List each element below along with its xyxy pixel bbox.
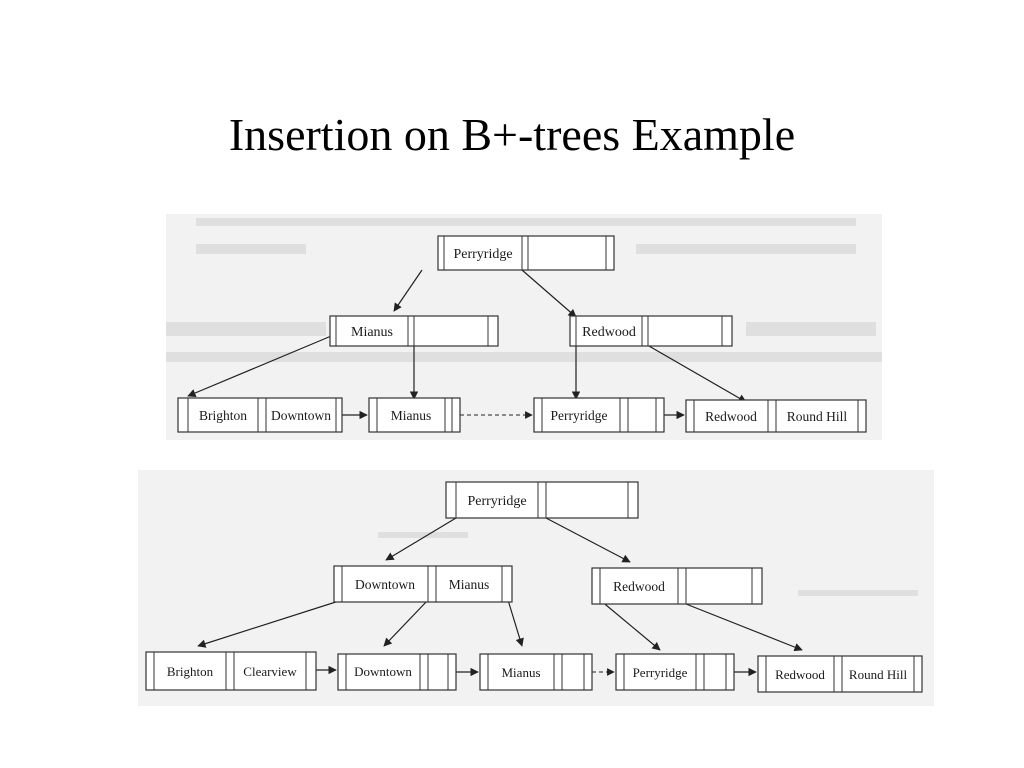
node-key: Brighton (167, 664, 214, 679)
leaf-node: Mianus (368, 397, 461, 433)
leaf-node: Perryridge (533, 397, 665, 433)
leaf-node: Downtown (337, 653, 457, 691)
leaf-node: Brighton Clearview (145, 651, 317, 691)
scan-smudge (166, 352, 882, 362)
node-key: Mianus (391, 408, 432, 423)
scan-smudge (746, 322, 876, 336)
node-key: Mianus (449, 577, 490, 592)
internal-node: Redwood (569, 315, 733, 347)
tree-edge (385, 517, 457, 561)
tree-after-diagram: Perryridge Downtown Mianus Redwood (145, 481, 923, 693)
node-key: Perryridge (467, 494, 526, 509)
node-key: Round Hill (787, 409, 848, 424)
tree-edge (383, 599, 429, 647)
node-key: Brighton (199, 408, 247, 423)
tree-edge (545, 517, 631, 563)
internal-node: Downtown Mianus (333, 565, 513, 603)
node-key: Redwood (613, 579, 665, 594)
tree-edge (685, 603, 803, 652)
tree-before-diagram: Perryridge Mianus Redwood (166, 218, 882, 433)
leaf-node: Mianus (479, 653, 593, 691)
scan-smudge (636, 244, 856, 254)
tree-after-figure: Perryridge Downtown Mianus Redwood (138, 470, 934, 706)
leaf-node: Brighton Downtown (177, 397, 343, 433)
scan-smudge (798, 590, 918, 596)
scan-smudge (196, 218, 856, 226)
node-key: Mianus (502, 665, 541, 680)
internal-node: Mianus (329, 315, 499, 347)
tree-before-figure: Perryridge Mianus Redwood (166, 214, 882, 440)
leaf-node: Redwood Round Hill (685, 399, 867, 433)
node-key: Downtown (355, 577, 415, 592)
node-key: Round Hill (849, 667, 908, 682)
tree-edge (187, 333, 337, 397)
leaf-node: Perryridge (615, 653, 735, 691)
tree-edge (393, 269, 423, 312)
scan-smudge (196, 244, 306, 254)
internal-node: Redwood (591, 567, 763, 605)
node-key: Redwood (705, 409, 757, 424)
tree-edge (641, 341, 747, 403)
tree-edge (507, 599, 524, 647)
tree-edge (521, 269, 577, 318)
tree-edge (197, 599, 343, 648)
node-key: Perryridge (453, 247, 512, 262)
node-key: Mianus (351, 325, 393, 340)
slide-title: Insertion on B+-trees Example (228, 109, 796, 160)
node-key: Perryridge (551, 408, 608, 423)
node-key: Perryridge (633, 665, 688, 680)
node-key: Redwood (582, 325, 636, 340)
node-key: Redwood (775, 667, 825, 682)
node-key: Downtown (271, 408, 331, 423)
root-node: Perryridge (445, 481, 639, 519)
root-node: Perryridge (437, 235, 615, 271)
node-key: Downtown (354, 664, 412, 679)
node-key: Clearview (243, 664, 297, 679)
scan-smudge (166, 322, 326, 336)
leaf-node: Redwood Round Hill (757, 655, 923, 693)
tree-edge (599, 599, 661, 651)
scan-smudge (378, 532, 468, 538)
